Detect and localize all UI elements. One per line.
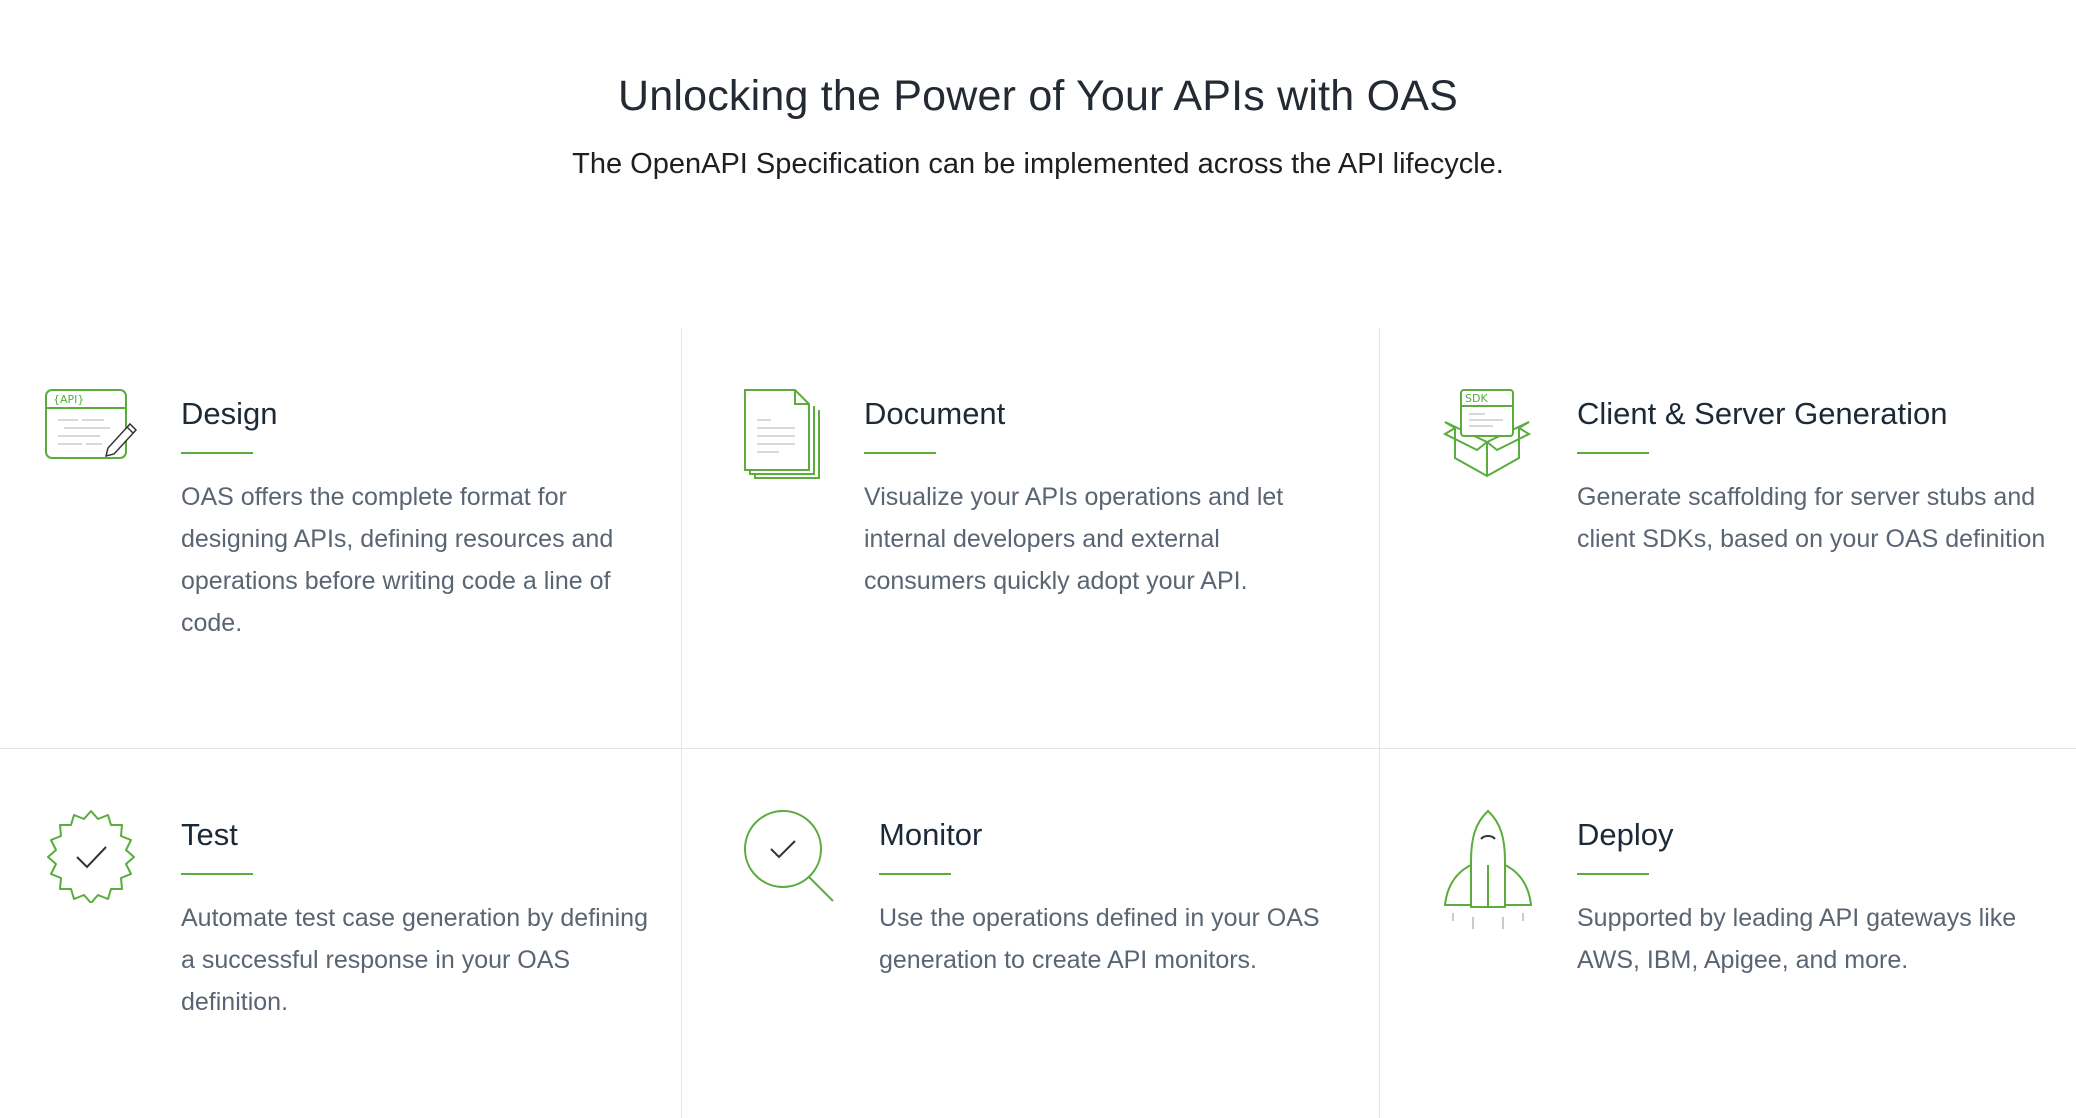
card-title: Client & Server Generation — [1577, 396, 1948, 431]
svg-text:{API}: {API} — [53, 393, 84, 406]
card-title-underline — [181, 452, 253, 454]
card-title-underline — [879, 873, 951, 875]
grid-divider-vertical-1 — [681, 328, 682, 1118]
card-description: Generate scaffolding for server stubs an… — [1577, 483, 2046, 553]
feature-card-design: {API} Design OAS offers the complete for… — [0, 328, 681, 748]
card-description: Visualize your APIs operations and let i… — [864, 483, 1284, 595]
feature-card-test: Test Automate test case generation by de… — [0, 749, 681, 1118]
card-description: Automate test case generation by definin… — [181, 904, 648, 1016]
svg-text:SDK: SDK — [1465, 392, 1488, 405]
card-description: Supported by leading API gateways like A… — [1577, 904, 2017, 974]
card-title-underline — [864, 452, 936, 454]
feature-grid: {API} Design OAS offers the complete for… — [0, 328, 2076, 1118]
documents-icon — [743, 388, 825, 482]
grid-divider-vertical-2 — [1379, 328, 1380, 1118]
grid-divider-horizontal — [0, 748, 2076, 749]
card-description: OAS offers the complete format for desig… — [181, 483, 614, 637]
card-title: Monitor — [879, 817, 983, 852]
page-title: Unlocking the Power of Your APIs with OA… — [618, 72, 1458, 120]
card-title: Document — [864, 396, 1006, 431]
gear-check-icon — [44, 809, 138, 903]
card-description: Use the operations defined in your OAS g… — [879, 904, 1320, 974]
api-design-icon: {API} — [44, 388, 140, 464]
card-title: Design — [181, 396, 278, 431]
feature-card-deploy: Deploy Supported by leading API gateways… — [1379, 749, 2076, 1118]
rocket-icon — [1441, 809, 1535, 935]
sdk-box-icon: SDK — [1441, 388, 1533, 480]
card-title-underline — [181, 873, 253, 875]
feature-card-monitor: Monitor Use the operations defined in yo… — [681, 749, 1379, 1118]
magnifier-check-icon — [743, 809, 837, 903]
feature-card-client-server-generation: SDK Client & Server Generation Generate … — [1379, 328, 2076, 748]
feature-card-document: Document Visualize your APIs operations … — [681, 328, 1379, 748]
card-title: Test — [181, 817, 238, 852]
card-title: Deploy — [1577, 817, 1674, 852]
card-title-underline — [1577, 873, 1649, 875]
card-title-underline — [1577, 452, 1649, 454]
page-subtitle: The OpenAPI Specification can be impleme… — [572, 148, 1504, 180]
